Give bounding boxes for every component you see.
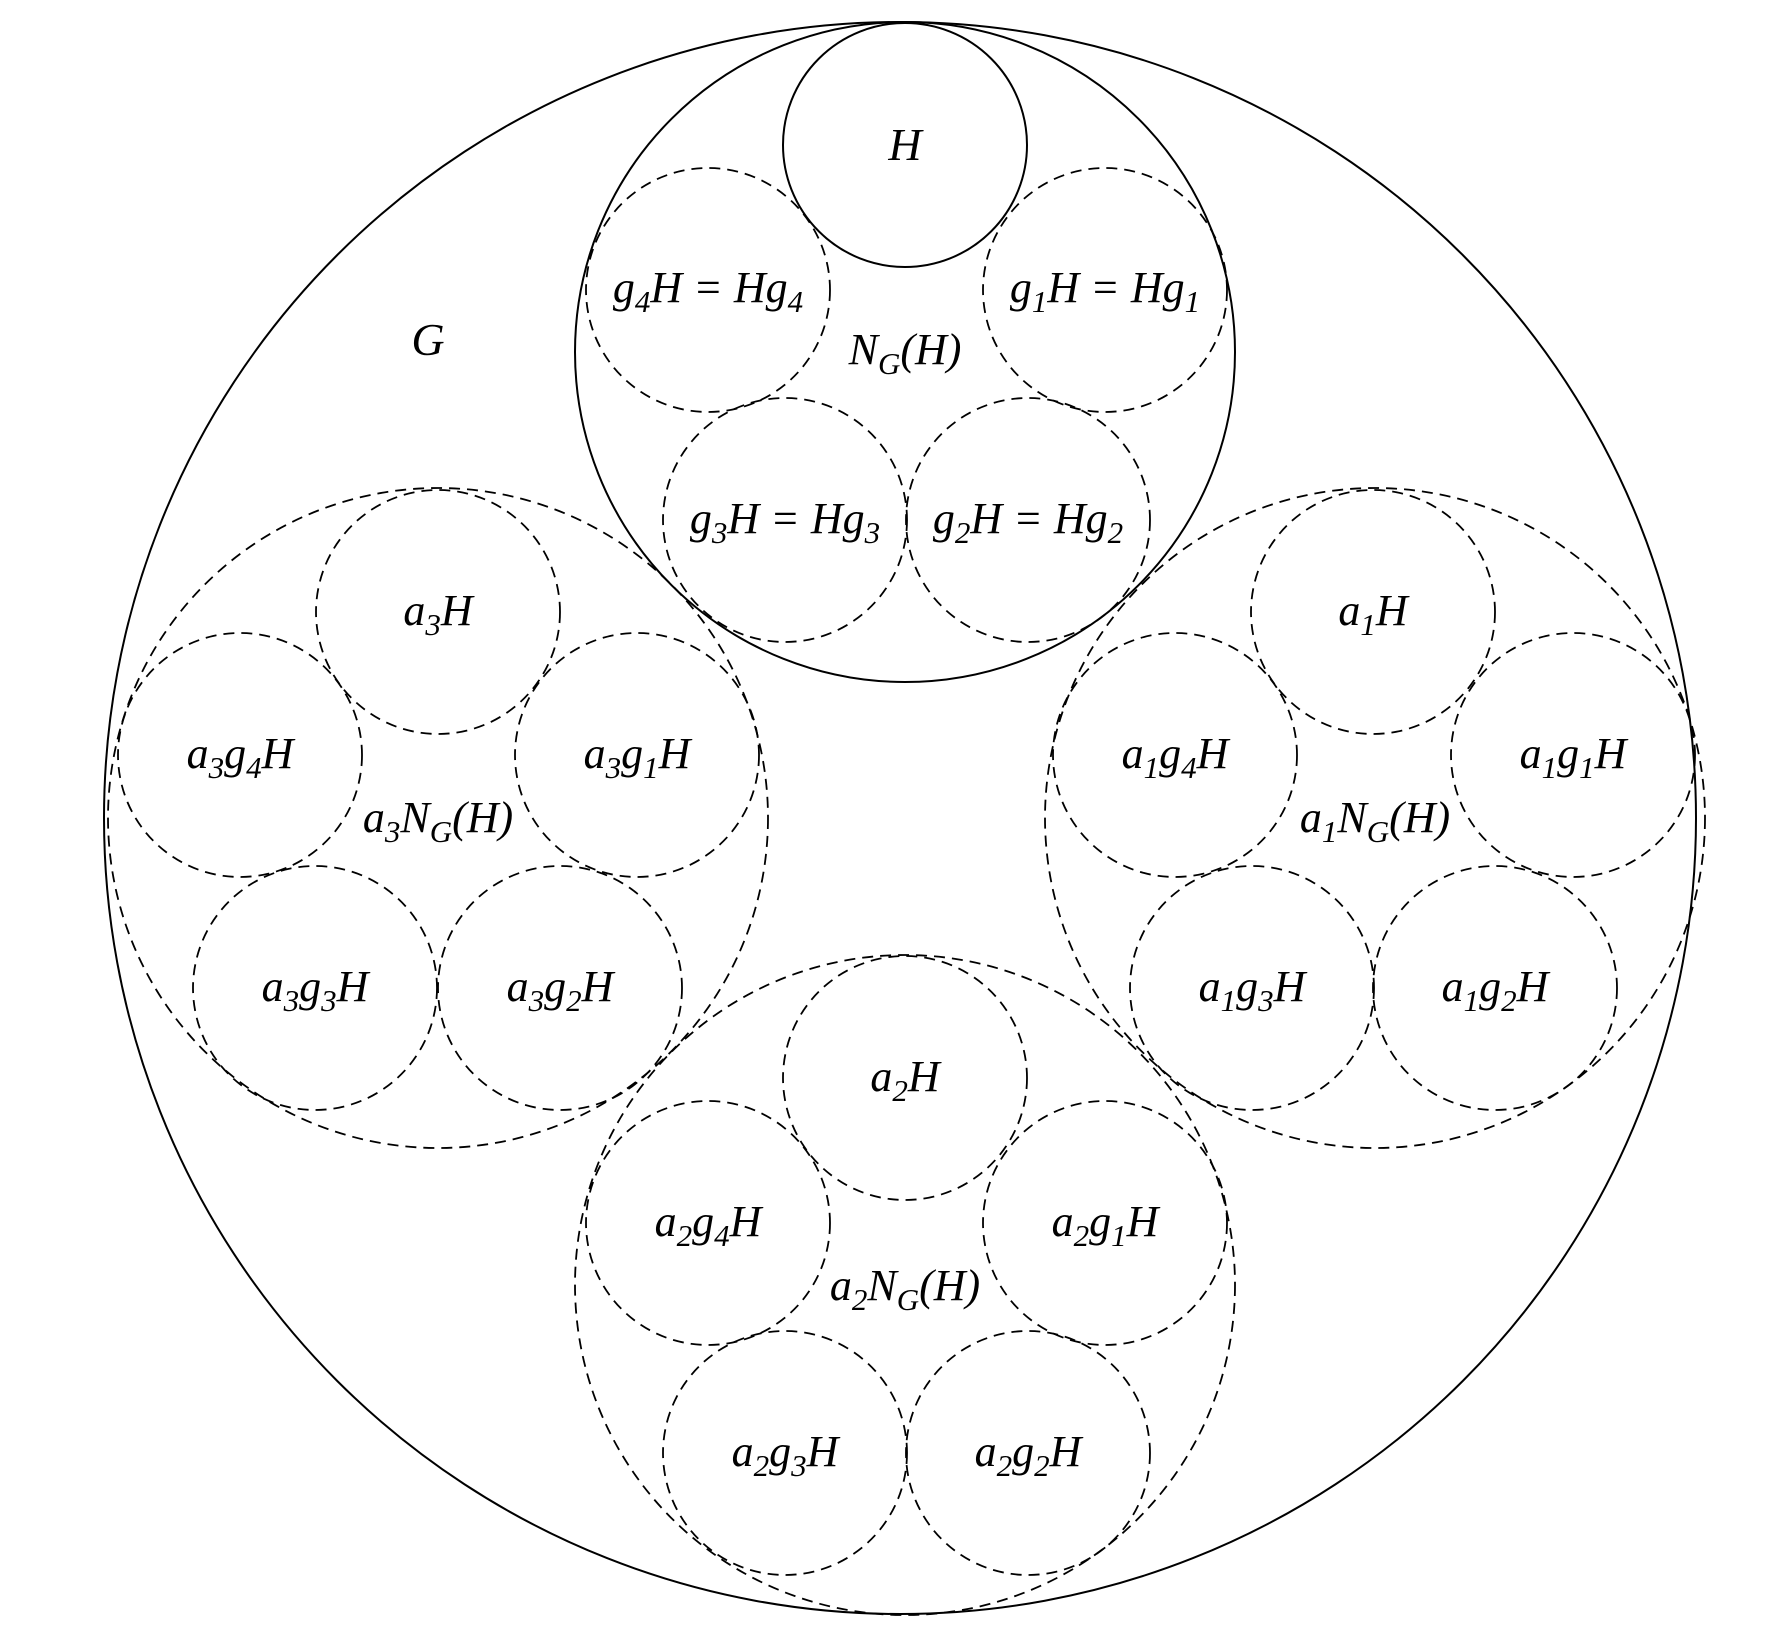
coset-a2g4h-circle <box>585 1100 831 1346</box>
label-h: H <box>887 119 924 170</box>
coset-a3g3h-circle <box>192 865 438 1111</box>
label-a2g4h: a2g4H <box>655 1197 764 1253</box>
label-a2g2h: a2g2H <box>975 1427 1084 1483</box>
coset-a3ng-ellipse <box>107 487 769 1149</box>
subgroup-h-circle <box>782 22 1028 268</box>
label-a3ng: a3NG(H) <box>363 793 513 849</box>
group-g-circle <box>103 21 1697 1615</box>
coset-a1h-circle <box>1250 489 1496 735</box>
label-a1g1h: a1g1H <box>1520 729 1629 785</box>
label-a1g4h: a1g4H <box>1122 729 1231 785</box>
label-a1ng: a1NG(H) <box>1300 793 1450 849</box>
coset-a3g4h-circle <box>117 632 363 878</box>
coset-g4h-circle <box>585 167 831 413</box>
label-g1h: g1H = Hg1 <box>1010 263 1200 319</box>
label-a2h: a2H <box>870 1052 942 1108</box>
label-a3h: a3H <box>403 586 475 642</box>
label-a1g3h: a1g3H <box>1199 962 1308 1018</box>
label-g4h: g4H = Hg4 <box>613 263 803 319</box>
coset-a2g2h-circle <box>905 1330 1151 1576</box>
coset-a3h-circle <box>315 489 561 735</box>
coset-a1g2h-circle <box>1372 865 1618 1111</box>
coset-a2g1h-circle <box>982 1100 1228 1346</box>
label-a1h: a1H <box>1338 586 1410 642</box>
label-a3g3h: a3g3H <box>262 962 371 1018</box>
coset-g1h-circle <box>982 167 1228 413</box>
coset-a1g3h-circle <box>1129 865 1375 1111</box>
coset-a1ng-ellipse <box>1044 487 1706 1149</box>
label-ng: NG(H) <box>848 325 962 381</box>
coset-a2g3h-circle <box>662 1330 908 1576</box>
label-g3h: g3H = Hg3 <box>690 494 880 550</box>
label-g2h: g2H = Hg2 <box>933 494 1123 550</box>
coset-a2ng-ellipse <box>574 954 1236 1616</box>
coset-g2h-circle <box>905 397 1151 643</box>
coset-a3g1h-circle <box>514 632 760 878</box>
coset-g3h-circle <box>662 397 908 643</box>
label-a2g3h: a2g3H <box>732 1427 841 1483</box>
label-a3g4h: a3g4H <box>187 729 296 785</box>
coset-a1g4h-circle <box>1052 632 1298 878</box>
label-a2ng: a2NG(H) <box>830 1261 980 1317</box>
label-a3g2h: a3g2H <box>507 962 616 1018</box>
coset-a3g2h-circle <box>437 865 683 1111</box>
label-a1g2h: a1g2H <box>1442 962 1551 1018</box>
coset-a1g1h-circle <box>1450 632 1696 878</box>
label-a2g1h: a2g1H <box>1052 1197 1161 1253</box>
coset-a2h-circle <box>782 955 1028 1201</box>
label-g: G <box>411 314 444 365</box>
label-a3g1h: a3g1H <box>584 729 693 785</box>
